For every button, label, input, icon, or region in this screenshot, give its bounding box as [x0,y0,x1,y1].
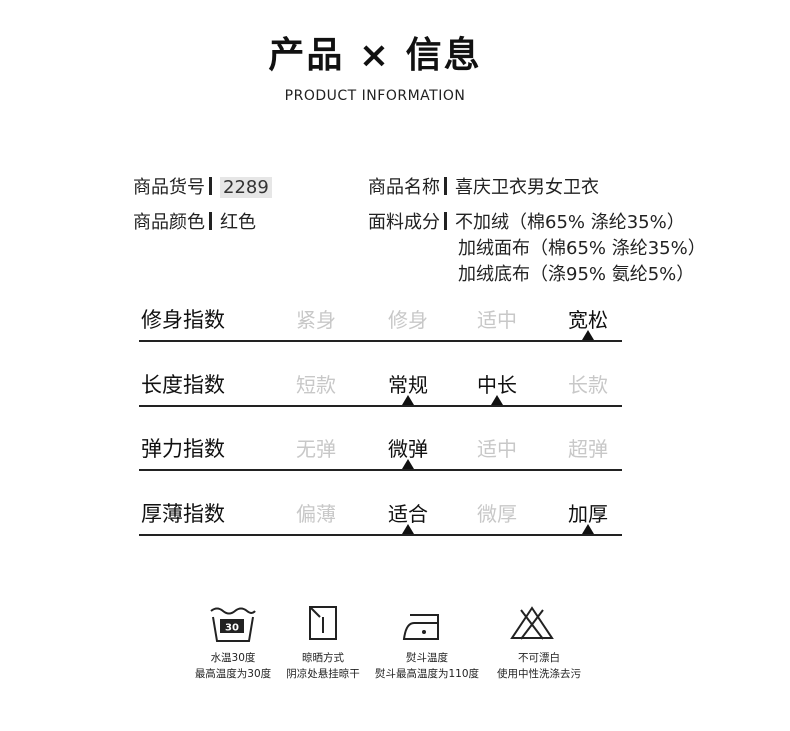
info-fabric: 面料成分不加绒（棉65% 涤纶35%） [368,208,685,234]
info-fabric-line: 加绒底布（涤95% 氨纶5%） [458,264,695,285]
no-bleach-icon [510,606,554,640]
index-rule [139,469,622,471]
info-code: 商品货号 2289 [133,173,272,199]
index-option: 常规 [388,373,428,397]
selected-marker-icon [402,395,414,405]
info-name: 商品名称喜庆卫衣男女卫衣 [368,173,599,199]
index-option: 适中 [477,308,517,332]
wash-30-icon: 30 [210,607,256,642]
page-subtitle: PRODUCT INFORMATION [284,88,466,104]
iron-icon [402,614,439,640]
index-option: 微弹 [388,437,428,461]
wash-number: 30 [225,623,239,634]
index-option: 紧身 [296,308,336,332]
selected-marker-icon [402,459,414,469]
separator-bar [209,212,212,230]
index-option: 适合 [388,502,428,526]
index-label: 弹力指数 [141,437,225,461]
care-item-dry: 晾晒方式 阴凉处悬挂晾干 [286,652,360,680]
index-label: 厚薄指数 [141,502,225,526]
selected-marker-icon [582,524,594,534]
info-fabric-line: 加绒面布（棉65% 涤纶35%） [458,238,706,259]
info-name-label: 商品名称 [368,177,440,198]
index-option: 短款 [296,373,336,397]
separator-bar [444,212,447,230]
index-rule [139,405,622,407]
index-option: 无弹 [296,437,336,461]
info-code-value: 2289 [220,177,272,198]
index-option: 微厚 [477,502,517,526]
index-label: 修身指数 [141,308,225,332]
index-label: 长度指数 [141,373,225,397]
info-fabric-label: 面料成分 [368,212,440,233]
index-option: 加厚 [568,502,608,526]
index-option: 宽松 [568,308,608,332]
shade-dry-icon [309,606,337,640]
index-rule [139,534,622,536]
info-name-value: 喜庆卫衣男女卫衣 [455,177,599,198]
selected-marker-icon [491,395,503,405]
selected-marker-icon [402,524,414,534]
index-option: 长款 [568,373,608,397]
index-option: 适中 [477,437,517,461]
info-color-label: 商品颜色 [133,212,205,233]
index-option: 偏薄 [296,502,336,526]
index-option: 超弹 [568,437,608,461]
info-color: 商品颜色红色 [133,208,256,234]
info-code-label: 商品货号 [133,177,205,198]
separator-bar [444,177,447,195]
care-item-iron: 熨斗温度 熨斗最高温度为110度 [374,652,480,680]
index-rule [139,340,622,342]
selected-marker-icon [582,330,594,340]
index-option: 修身 [388,308,428,332]
separator-bar [209,177,212,195]
info-color-value: 红色 [220,212,256,233]
index-option: 中长 [477,373,517,397]
info-fabric-line: 不加绒（棉65% 涤纶35%） [455,212,685,233]
page-title: 产品 × 信息 [268,35,482,76]
care-item-bleach: 不可漂白 使用中性洗涤去污 [497,652,581,680]
care-item-wash: 水温30度 最高温度为30度 [194,652,272,680]
